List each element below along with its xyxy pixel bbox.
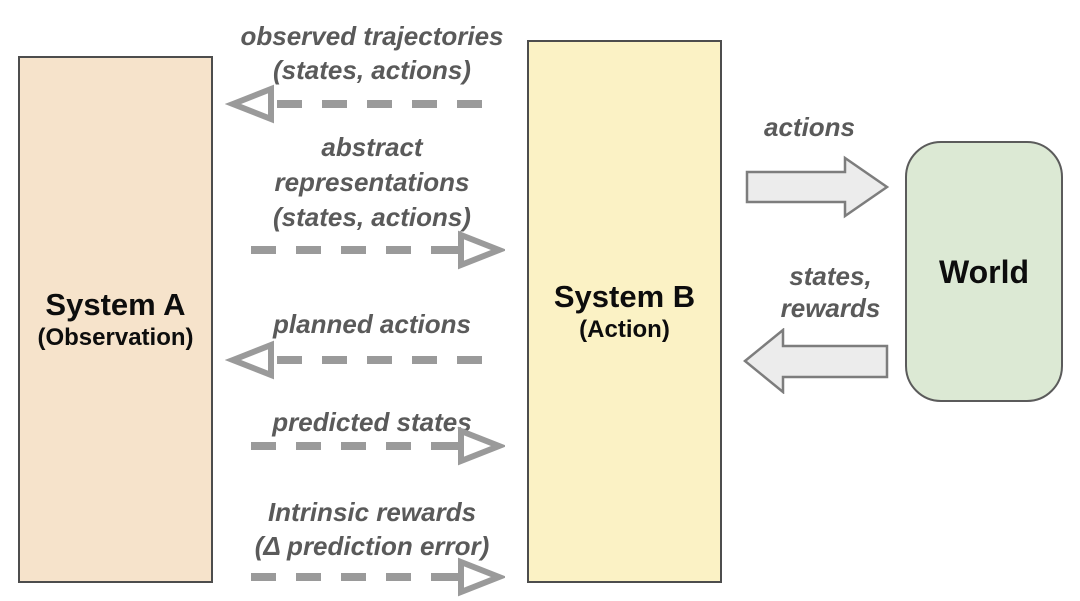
abstract-representations-label: abstract representations (states, action… xyxy=(273,132,471,232)
system-a-title: System A xyxy=(45,286,186,322)
observed-trajectories-label: observed trajectories (states, actions) xyxy=(240,21,504,85)
intrinsic-rewards-label: Intrinsic rewards (Δ prediction error) xyxy=(254,497,490,561)
dashed-arrow-left-icon xyxy=(225,84,497,124)
actions-label: actions xyxy=(763,112,856,142)
system-b-box: System B (Action) xyxy=(527,40,722,583)
predicted-states-label: predicted states xyxy=(272,407,472,437)
states-rewards-label: states, rewards xyxy=(780,261,881,323)
dashed-arrow-right-icon xyxy=(251,557,505,597)
system-b-title: System B xyxy=(553,278,696,314)
system-a-subtitle: (Observation) xyxy=(37,323,194,351)
world-title: World xyxy=(938,253,1030,290)
system-a-box: System A (Observation) xyxy=(18,56,213,583)
dashed-arrow-right-icon xyxy=(251,426,505,466)
block-arrow-left-icon xyxy=(743,328,889,394)
dashed-arrow-left-icon xyxy=(225,340,497,380)
dashed-arrow-right-icon xyxy=(251,230,505,270)
system-b-subtitle: (Action) xyxy=(579,315,670,343)
block-arrow-right-icon xyxy=(745,155,890,219)
planned-actions-label: planned actions xyxy=(273,309,471,339)
world-box: World xyxy=(905,141,1063,402)
